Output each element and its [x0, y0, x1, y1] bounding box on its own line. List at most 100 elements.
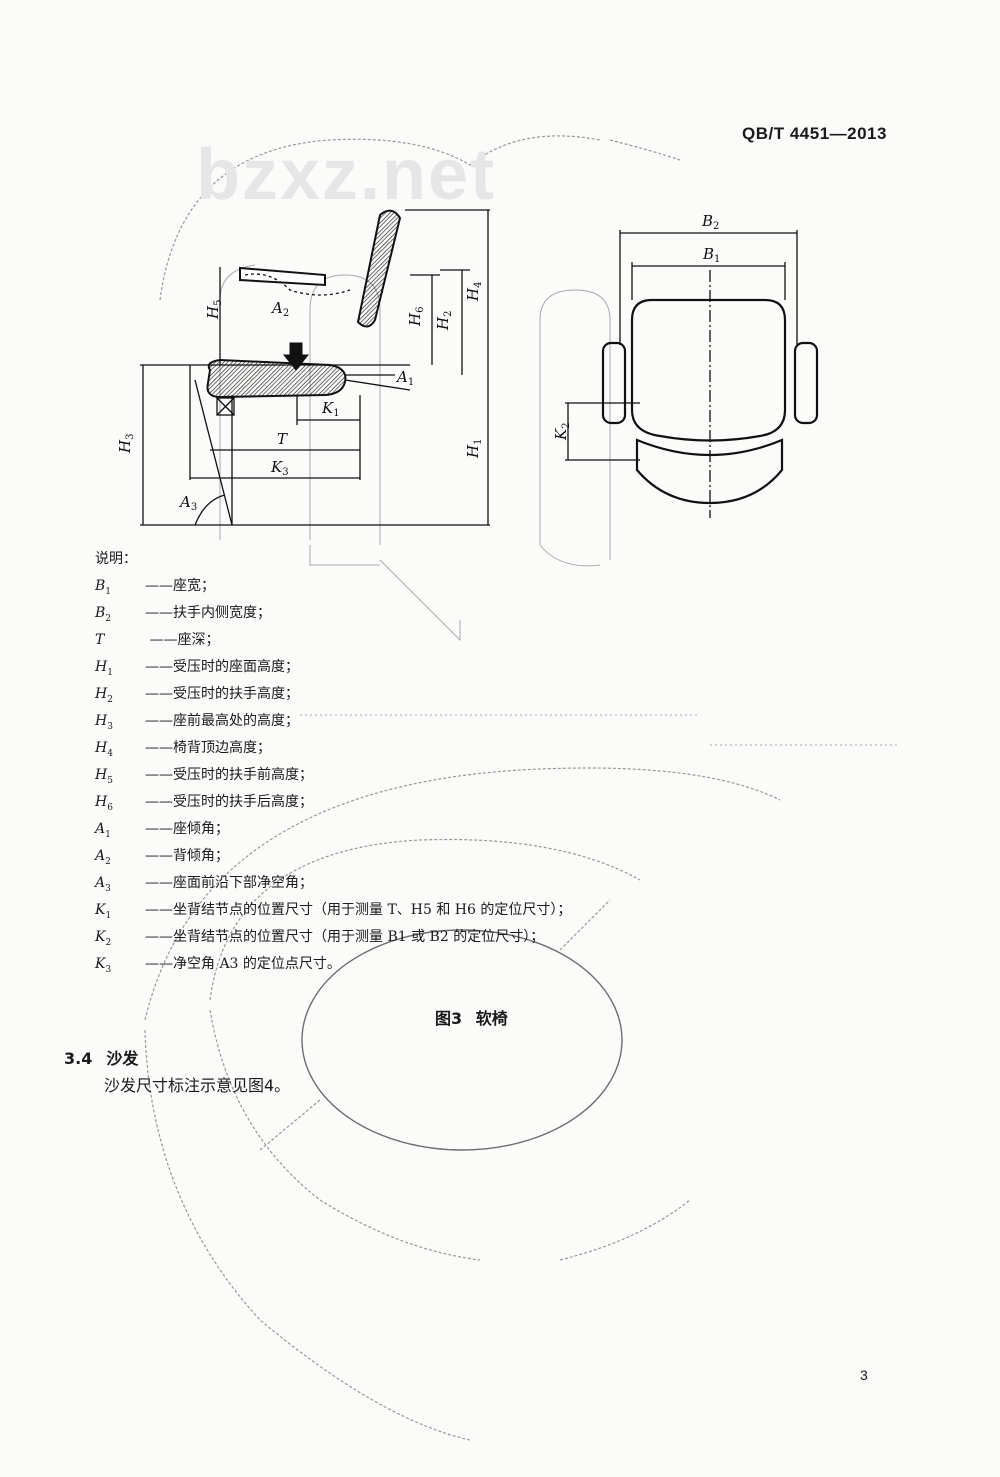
top-view	[565, 230, 819, 518]
legend-description: ——坐背结节点的位置尺寸（用于测量 T、H5 和 H6 的定位尺寸）；	[145, 902, 572, 918]
legend-item: K1——坐背结节点的位置尺寸（用于测量 T、H5 和 H6 的定位尺寸）；	[95, 899, 571, 921]
legend-symbol: K	[95, 902, 106, 918]
legend-item: K2——坐背结节点的位置尺寸（用于测量 B1 或 B2 的定位尺寸）；	[95, 926, 544, 948]
legend-symbol-group: H1	[95, 659, 145, 678]
legend-description: ——座前最高处的高度；	[145, 713, 299, 729]
legend-symbol: H	[95, 713, 108, 729]
label-A1: A1	[395, 368, 414, 388]
legend-item: H4——椅背顶边高度；	[95, 737, 271, 759]
legend-item: B2——扶手内侧宽度；	[95, 602, 271, 624]
legend-description: ——坐背结节点的位置尺寸（用于测量 B1 或 B2 的定位尺寸）；	[145, 929, 545, 945]
legend-item: A3——座面前沿下部净空角；	[95, 872, 313, 894]
legend-description: ——座深；	[145, 632, 220, 648]
legend-symbol-subscript: 6	[107, 802, 113, 813]
legend-symbol: H	[95, 794, 108, 810]
legend-symbol: A	[95, 821, 106, 837]
legend-description: ——座面前沿下部净空角；	[145, 875, 313, 891]
legend-symbol-group: B1	[95, 578, 145, 597]
legend-item: A1——座倾角；	[95, 818, 229, 840]
legend-symbol-subscript: 3	[105, 883, 111, 894]
legend-symbol-subscript: 2	[105, 856, 111, 867]
legend-symbol-group: H3	[95, 713, 145, 732]
legend-symbol: B	[95, 578, 106, 594]
legend-item: H6——受压时的扶手后高度；	[95, 791, 313, 813]
legend-item: H2——受压时的扶手高度；	[95, 683, 299, 705]
legend-symbol-subscript: 1	[107, 667, 113, 678]
legend-description: ——净空角 A3 的定位点尺寸。	[145, 956, 341, 972]
legend-symbol-group: H6	[95, 794, 145, 813]
legend-item: T ——座深；	[95, 629, 219, 651]
label-B1: B1	[702, 245, 720, 265]
legend-item: H3——座前最高处的高度；	[95, 710, 299, 732]
legend-description: ——受压时的扶手前高度；	[145, 767, 313, 783]
legend-symbol-group: A1	[95, 821, 145, 840]
legend-symbol: A	[95, 875, 106, 891]
legend-symbol-group: K1	[95, 902, 145, 921]
label-H3: H3	[116, 434, 136, 454]
legend-item: K3——净空角 A3 的定位点尺寸。	[95, 953, 341, 975]
figure-caption: 图3 软椅	[435, 1009, 508, 1028]
legend-symbol: H	[95, 659, 108, 675]
legend-symbol-group: H2	[95, 686, 145, 705]
legend-description: ——受压时的扶手高度；	[145, 686, 299, 702]
legend-symbol-subscript: 2	[105, 613, 112, 624]
legend-symbol-group: A2	[95, 848, 145, 867]
legend-symbol: H	[95, 740, 108, 756]
top-view-labels: B2 B1 K2	[552, 212, 720, 441]
legend-symbol-subscript: 1	[105, 586, 112, 597]
legend-symbol-group: H4	[95, 740, 145, 759]
legend-symbol-group: T	[95, 632, 145, 651]
legend-item: B1——座宽；	[95, 575, 215, 597]
legend-description: ——座宽；	[145, 578, 215, 594]
section-heading: 3.4 沙发	[64, 1045, 138, 1069]
legend-symbol: H	[95, 686, 108, 702]
label-H2: H2	[434, 311, 454, 331]
legend-symbol-group: B2	[95, 605, 145, 624]
label-A2: A2	[270, 299, 289, 319]
label-H4: H4	[464, 282, 484, 302]
label-K3: K3	[270, 458, 289, 478]
legend-symbol-subscript: 1	[105, 829, 111, 840]
watermark-text: bzxz.net	[196, 135, 497, 215]
legend-heading: 说明：	[95, 551, 137, 567]
standard-code: QB/T 4451—2013	[742, 124, 887, 143]
label-H1: H1	[464, 439, 484, 459]
legend-symbol-group: H5	[95, 767, 145, 786]
label-A3: A3	[178, 493, 197, 513]
legend-symbol-subscript: 1	[105, 910, 112, 921]
legend-description: ——椅背顶边高度；	[145, 740, 271, 756]
legend-symbol: K	[95, 929, 106, 945]
legend-symbol-subscript: 4	[107, 748, 113, 759]
label-K1: K1	[321, 399, 340, 419]
label-H6: H6	[406, 307, 426, 327]
legend-symbol: T	[95, 632, 105, 648]
label-H5: H5	[204, 300, 224, 320]
legend-description: ——扶手内侧宽度；	[145, 605, 271, 621]
label-B2: B2	[701, 212, 719, 232]
legend-symbol-group: K3	[95, 956, 145, 975]
legend-description: ——座倾角；	[145, 821, 229, 837]
legend-item: H5——受压时的扶手前高度；	[95, 764, 313, 786]
section-title: 沙发	[106, 1049, 139, 1068]
legend-symbol: A	[95, 848, 106, 864]
legend-symbol-subscript: 2	[107, 694, 113, 705]
section-body: 沙发尺寸标注示意见图4。	[104, 1076, 291, 1095]
legend-description: ——受压时的座面高度；	[145, 659, 299, 675]
legend-symbol-subscript: 3	[107, 721, 113, 732]
legend-symbol-subscript: 3	[105, 964, 112, 975]
side-view	[140, 209, 490, 526]
legend-item: A2——背倾角；	[95, 845, 229, 867]
label-T: T	[277, 430, 288, 448]
legend-symbol: H	[95, 767, 108, 783]
legend-symbol: K	[95, 956, 106, 972]
legend-description: ——背倾角；	[145, 848, 229, 864]
legend-item: H1——受压时的座面高度；	[95, 656, 299, 678]
label-K2: K2	[552, 422, 572, 441]
legend-symbol-subscript: 5	[107, 775, 113, 786]
section-number: 3.4	[64, 1049, 93, 1068]
legend-description: ——受压时的扶手后高度；	[145, 794, 313, 810]
legend-symbol-group: A3	[95, 875, 145, 894]
